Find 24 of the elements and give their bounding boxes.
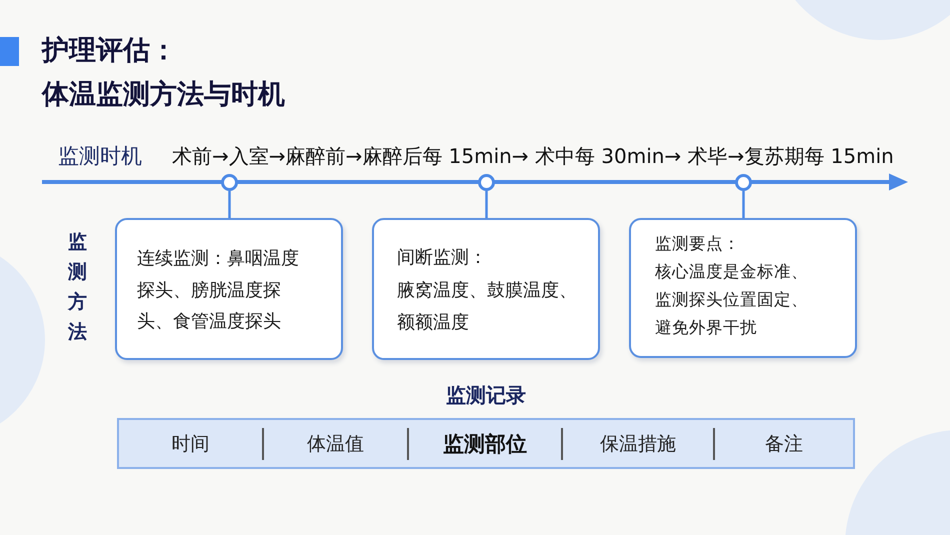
table-cell: 监测部位	[407, 428, 561, 460]
card-text: 连续监测：鼻咽温度探头、膀胱温度探头、食管温度探头	[137, 247, 300, 334]
card-heading: 间断监测：	[397, 246, 488, 270]
table-cell-text: 时间	[170, 432, 210, 456]
card-text: 核心温度是金标准、监测探头位置固定、避免外界干扰	[655, 261, 809, 339]
title: 护理评估：体温监测方法与时机	[42, 34, 286, 112]
text-card	[629, 218, 857, 358]
connector-line	[228, 191, 231, 218]
side-heading: 监测方法	[68, 230, 88, 345]
circle-marker	[735, 174, 752, 191]
circle-marker	[478, 174, 495, 191]
circle-marker	[221, 174, 238, 191]
timeline-text: 术前→入室→麻醉前→麻醉后每 15min→ 术中每 30min→ 术毕→复苏期每 15min	[172, 143, 894, 170]
text-card	[372, 218, 600, 360]
connector-line	[485, 191, 488, 218]
table-heading: 监测记录	[446, 382, 526, 408]
table-cell: 备注	[713, 428, 853, 460]
connector-line	[742, 191, 745, 218]
table-cell: 体温值	[262, 428, 407, 460]
table-cell: 保温措施	[561, 428, 713, 460]
text-card	[115, 218, 343, 360]
axis-label: 监测时机	[58, 143, 142, 170]
card-heading: 监测要点：	[655, 233, 741, 255]
card-text: 腋窝温度、鼓膜温度、额额温度	[397, 278, 578, 335]
